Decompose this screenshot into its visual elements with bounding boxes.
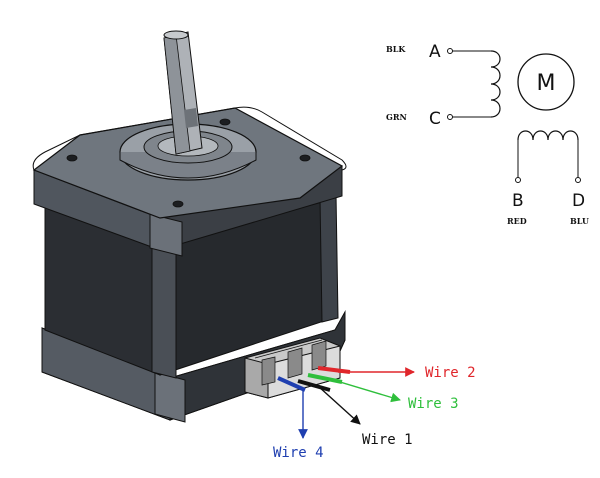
wire3-arrow [329, 378, 401, 403]
terminal-a-color: BLK [386, 44, 406, 54]
terminal-d-color: BLU [570, 216, 589, 226]
terminal-b-dot [515, 177, 521, 183]
coil-ac [490, 50, 501, 118]
terminal-c-color: GRN [386, 112, 407, 122]
wire-connector [244, 337, 341, 399]
terminal-c-letter: C [429, 109, 441, 129]
motor-symbol-letter: M [537, 71, 556, 96]
wire2-label: Wire 2 [425, 365, 476, 381]
wire4-lead [277, 376, 306, 392]
motor-symbol [517, 53, 575, 111]
terminal-b-color: RED [507, 216, 527, 226]
wire1-label: Wire 1 [362, 432, 413, 448]
terminal-a-letter: A [429, 42, 441, 62]
terminal-a-dot [447, 48, 453, 54]
wire-leads [277, 366, 415, 439]
winding-schematic: M [447, 48, 581, 183]
terminal-c-dot [447, 114, 453, 120]
wire3-label: Wire 3 [408, 396, 459, 412]
wire4-label: Wire 4 [273, 445, 324, 461]
terminal-d-dot [575, 177, 581, 183]
wire1-lead [297, 379, 331, 392]
wire1-arrow [317, 385, 361, 425]
motor-shaft [163, 30, 203, 155]
coil-bd [517, 130, 579, 141]
terminal-d-letter: D [572, 191, 585, 211]
terminal-b-letter: B [512, 191, 524, 211]
motor-body [32, 106, 347, 423]
